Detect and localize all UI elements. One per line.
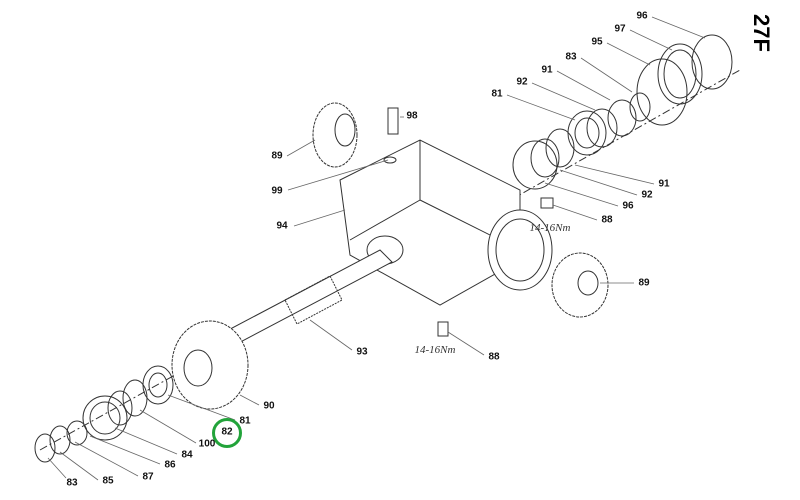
part-label-98[interactable]: 98 [406, 110, 418, 122]
part-label-88[interactable]: 88 [488, 351, 500, 363]
part-label-81[interactable]: 81 [239, 415, 251, 427]
part-label-89[interactable]: 89 [638, 277, 650, 289]
plug-88-top [540, 197, 554, 209]
part-label-92[interactable]: 92 [516, 76, 528, 88]
part-label-92[interactable]: 92 [641, 189, 653, 201]
part-label-93[interactable]: 93 [356, 346, 368, 358]
part-label-84[interactable]: 84 [181, 449, 193, 461]
breather-98 [387, 107, 399, 135]
part-label-85[interactable]: 85 [102, 475, 114, 487]
part-label-82-highlighted[interactable]: 82 [221, 426, 233, 438]
part-label-83[interactable]: 83 [66, 477, 78, 489]
torque-label: 14-16Nm [529, 222, 571, 234]
part-label-91[interactable]: 91 [541, 64, 553, 76]
part-label-89[interactable]: 89 [271, 150, 283, 162]
bevel-gear-89-right [551, 252, 609, 318]
part-label-99[interactable]: 99 [271, 185, 283, 197]
bevel-gear-90 [171, 320, 249, 410]
part-label-97[interactable]: 97 [614, 23, 626, 35]
left-ring-stack [34, 365, 174, 463]
part-label-95[interactable]: 95 [591, 36, 603, 48]
part-label-88[interactable]: 88 [601, 214, 613, 226]
right-ring-stack [512, 34, 733, 190]
part-label-91[interactable]: 91 [658, 178, 670, 190]
part-label-83[interactable]: 83 [565, 51, 577, 63]
part-label-90[interactable]: 90 [263, 400, 275, 412]
part-label-87[interactable]: 87 [142, 471, 154, 483]
part-label-86[interactable]: 86 [164, 459, 176, 471]
bevel-gear-89-top [312, 102, 358, 168]
part-label-94[interactable]: 94 [276, 220, 288, 232]
part-label-96[interactable]: 96 [636, 10, 648, 22]
plug-88-bottom [437, 321, 449, 337]
part-label-96[interactable]: 96 [622, 200, 634, 212]
torque-label: 14-16Nm [414, 344, 456, 356]
part-label-100[interactable]: 100 [198, 438, 216, 450]
page-code: 27F [748, 14, 774, 52]
highlight-circle [212, 418, 242, 448]
part-label-81[interactable]: 81 [491, 88, 503, 100]
leader-lines [47, 16, 706, 481]
